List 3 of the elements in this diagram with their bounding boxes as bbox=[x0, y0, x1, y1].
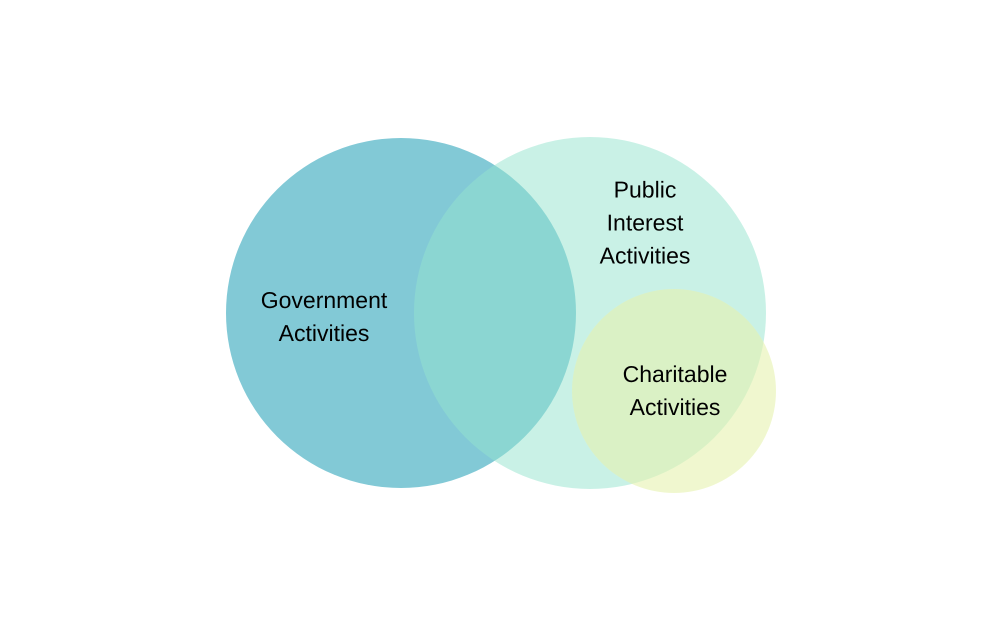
circle-label: Government Activities bbox=[260, 286, 388, 348]
circle-label: Charitable Activities bbox=[622, 360, 728, 422]
circle-label: Public Interest Activities bbox=[600, 176, 690, 270]
